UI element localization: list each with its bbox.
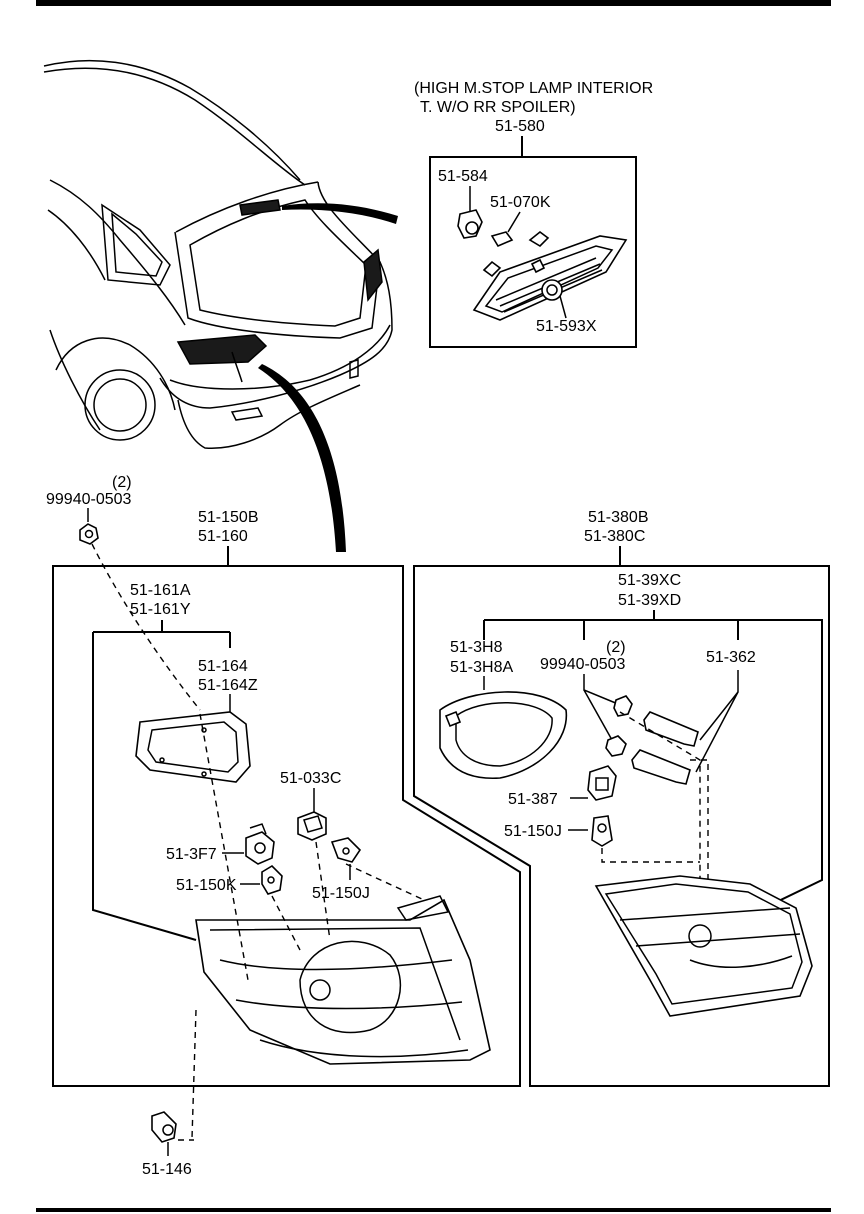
right-bulb-icon bbox=[591, 815, 613, 847]
bulb-k-icon bbox=[261, 864, 283, 895]
top-rule bbox=[36, 0, 831, 6]
label-51-070k: 51-070K bbox=[490, 194, 551, 211]
bottom-rule bbox=[36, 1208, 831, 1212]
socket-icon bbox=[297, 811, 327, 841]
left-gasket2-line2: 51-164Z bbox=[198, 677, 258, 694]
right-bulb-label: 51-150J bbox=[504, 823, 562, 840]
callout-frame bbox=[429, 156, 637, 348]
stop-lamp-lens-icon bbox=[472, 230, 628, 321]
right-tail-lamp-group: 51-380B 51-380C 51-39XC 51-39XD 51-3H8 5… bbox=[413, 509, 830, 1087]
right-assembly-line1: 51-380B bbox=[588, 509, 649, 526]
left-gasket-line1: 51-161A bbox=[130, 582, 191, 599]
bulb-j-icon bbox=[330, 837, 362, 863]
left-socket-small-label: 51-3F7 bbox=[166, 846, 217, 863]
left-socket-label: 51-033C bbox=[280, 770, 341, 787]
callout-title-line1: (HIGH M.STOP LAMP INTERIOR bbox=[414, 80, 653, 97]
right-cover-line2: 51-3H8A bbox=[450, 659, 513, 676]
right-cover-line1: 51-3H8 bbox=[450, 639, 503, 656]
bracket-icon-lower bbox=[631, 749, 691, 785]
bracket-icon-upper bbox=[643, 711, 699, 747]
right-bracket-label: 51-362 bbox=[706, 649, 756, 666]
left-bulb-j-label: 51-150J bbox=[312, 885, 370, 902]
left-tail-lamp-group: 51-150B 51-160 51-161A 51-161Y 51-164 51… bbox=[52, 509, 521, 1178]
right-assembly-line2: 51-380C bbox=[584, 528, 645, 545]
right-sub-line2: 51-39XD bbox=[618, 592, 681, 609]
left-assembly-line2: 51-160 bbox=[198, 528, 248, 545]
gasket-icon bbox=[135, 711, 251, 783]
right-nut-part: 99940-0503 bbox=[540, 656, 626, 673]
cover-icon bbox=[439, 691, 568, 780]
nut-left-part: 99940-0503 bbox=[46, 491, 132, 508]
right-socket-label: 51-387 bbox=[508, 791, 558, 808]
inner-tail-lamp-icon bbox=[594, 875, 813, 1017]
vehicle-illustration bbox=[43, 59, 398, 552]
left-assembly-line1: 51-150B bbox=[198, 509, 259, 526]
callout-title-line2: T. W/O RR SPOILER) bbox=[420, 99, 576, 116]
socket-small-icon bbox=[245, 823, 275, 865]
nut-icon-lower bbox=[605, 735, 627, 757]
outer-tail-lamp-icon bbox=[195, 895, 491, 1065]
right-socket-icon bbox=[587, 765, 617, 801]
nut-left-group: (2) 99940-0503 bbox=[46, 474, 201, 711]
nut-icon-upper bbox=[613, 695, 633, 717]
left-clip-label: 51-146 bbox=[142, 1161, 192, 1178]
clip-icon bbox=[151, 1111, 177, 1143]
label-51-584: 51-584 bbox=[438, 168, 488, 185]
left-bulb-k-label: 51-150K bbox=[176, 877, 237, 894]
left-gasket2-line1: 51-164 bbox=[198, 658, 248, 675]
right-sub-line1: 51-39XC bbox=[618, 572, 681, 589]
right-group-frame bbox=[413, 565, 830, 1087]
left-group-frame bbox=[52, 565, 521, 1087]
left-gasket-line2: 51-161Y bbox=[130, 601, 191, 618]
right-nut-qty: (2) bbox=[606, 639, 626, 656]
label-51-593x: 51-593X bbox=[536, 318, 597, 335]
nut-icon bbox=[79, 523, 99, 545]
callout-assembly-label: 51-580 bbox=[495, 118, 545, 135]
callout-high-mount-stop-lamp: (HIGH M.STOP LAMP INTERIOR T. W/O RR SPO… bbox=[414, 80, 653, 348]
bulb-socket-icon bbox=[457, 209, 483, 239]
nut-left-qty: (2) bbox=[112, 474, 132, 491]
bulb-icon bbox=[490, 231, 514, 248]
